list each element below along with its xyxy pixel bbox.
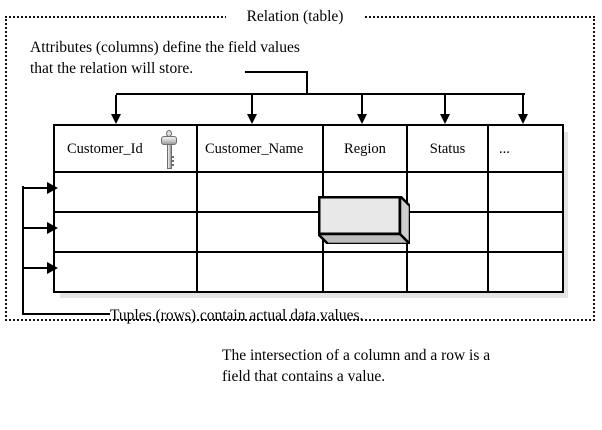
header-divider [55, 171, 562, 173]
attribute-bus [116, 93, 525, 95]
column-header-region: Region [344, 141, 386, 157]
row-arrow-1 [24, 182, 58, 194]
column-header-customer-name: Customer_Name [205, 141, 304, 157]
highlighted-field-block [318, 196, 410, 244]
column-arrow-customer-name [247, 95, 257, 124]
row-divider-1 [55, 211, 562, 213]
column-arrow-status [440, 95, 450, 124]
column-header-customer-id: Customer_Id [67, 141, 143, 157]
attribute-stem-horizontal [245, 71, 308, 73]
title-background-gap [226, 8, 364, 26]
column-arrow-region [357, 95, 367, 124]
attributes-annotation: Attributes (columns) define the field va… [30, 39, 300, 77]
tuple-spine-bottom [22, 313, 110, 315]
tuples-annotation: Tuples (rows) contain actual data values… [110, 307, 364, 324]
column-arrow-ellipsis [518, 95, 528, 124]
column-divider-1 [196, 126, 198, 291]
relation-table: Customer_Id Customer_Name Region Status … [53, 124, 564, 293]
column-arrow-customer-id [111, 95, 121, 124]
field-annotation: The intersection of a column and a row i… [222, 347, 491, 385]
row-arrow-3 [24, 262, 58, 274]
column-divider-4 [487, 126, 489, 291]
diagram-title: Relation (table) [246, 8, 344, 25]
key-icon [161, 130, 177, 170]
column-header-ellipsis: ... [499, 141, 510, 157]
row-arrow-2 [24, 222, 58, 234]
tuple-spine-vertical [22, 186, 24, 315]
column-header-status: Status [429, 141, 466, 157]
attribute-stem-vertical [306, 71, 308, 95]
row-divider-2 [55, 251, 562, 253]
